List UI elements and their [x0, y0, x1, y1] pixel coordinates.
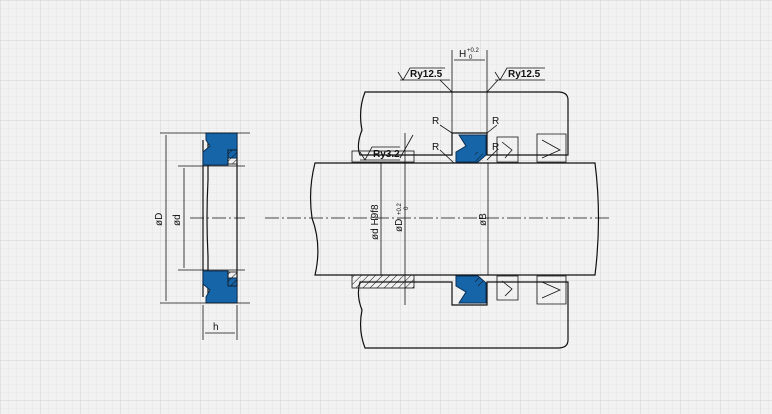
groove-diameter-label: øD: [394, 219, 405, 232]
roughness-left-label: Ry12.5: [410, 69, 443, 80]
groove-width-tol-upper: +0.2: [467, 48, 480, 54]
groove-diameter-tol-upper: +0.2: [397, 202, 403, 215]
height-label: h: [213, 322, 219, 333]
bore-diameter-label: øB: [478, 213, 489, 226]
outer-diameter-label: øD: [154, 213, 165, 226]
radius-label-2: R: [492, 116, 499, 127]
groove-diameter-tol-lower: 0: [404, 206, 410, 210]
rod-diameter-label: ød H9f8: [370, 204, 381, 240]
groove-width-label: H: [459, 49, 466, 60]
roughness-right-label: Ry12.5: [508, 69, 541, 80]
radius-label-4: R: [492, 142, 499, 153]
groove-width-tol-lower: 0: [469, 55, 473, 61]
seal-section-view: øD ød h: [154, 132, 250, 340]
radius-label-3: R: [432, 142, 439, 153]
inner-diameter-label: ød: [172, 214, 183, 226]
installation-view: H +0.2 0 Ry12.5 Ry12.5 Ry3.2 R R R R ød …: [265, 48, 612, 349]
roughness-bore-label: Ry3.2: [373, 149, 400, 160]
radius-label-1: R: [432, 116, 439, 127]
